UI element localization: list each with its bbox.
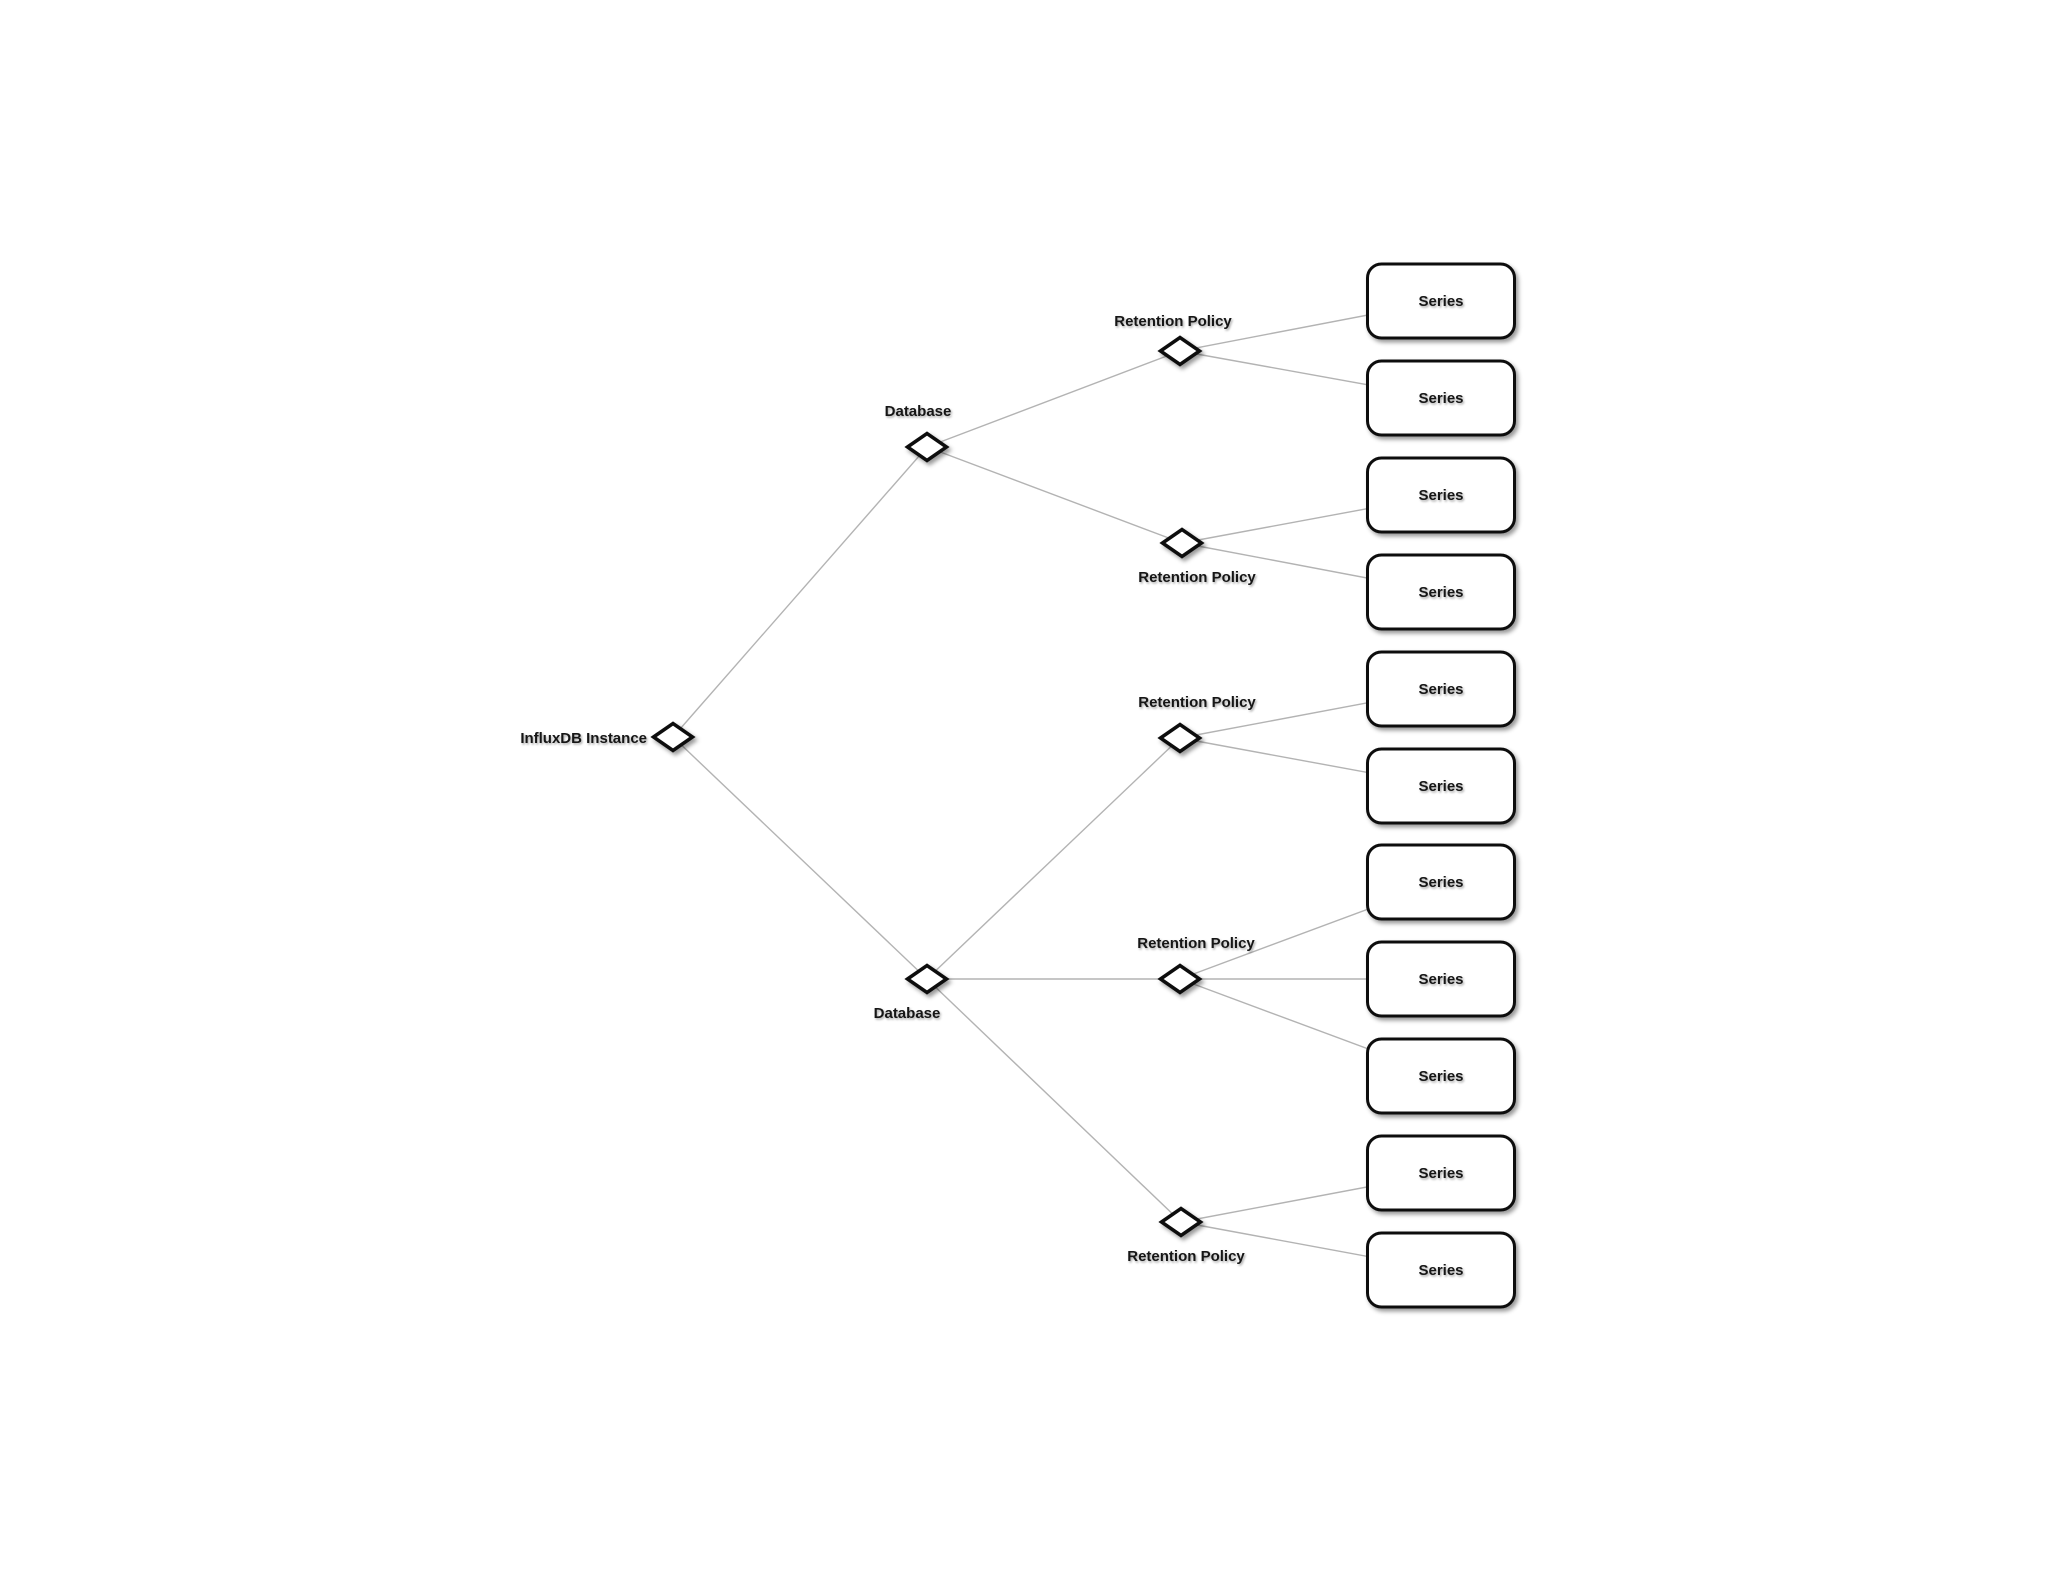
series-node: Series: [1366, 1231, 1516, 1309]
series-box-shape: [1366, 262, 1516, 340]
retention-policy-diamond-shape: [1158, 1206, 1204, 1238]
retention-policy-label: Retention Policy: [1138, 694, 1256, 711]
database-node: Database: [885, 403, 952, 463]
retention-policy-label: Retention Policy: [1137, 935, 1255, 952]
series-node: Series: [1366, 940, 1516, 1018]
series-node: Series: [1366, 456, 1516, 534]
series-box-shape: [1366, 1037, 1516, 1115]
retention-policy-node: Retention Policy: [1127, 1206, 1245, 1265]
edge-root-db2: [672, 736, 928, 980]
influxdb-instance-node: InfluxDB Instance: [520, 721, 696, 753]
database-diamond-shape: [904, 431, 950, 463]
retention-policy-diamond-shape: [1157, 335, 1203, 367]
series-node: Series: [1366, 843, 1516, 921]
series-node: Series: [1366, 262, 1516, 340]
retention-policy-label: Retention Policy: [1114, 313, 1232, 330]
series-label: Series: [1418, 874, 1463, 891]
series-box-shape: [1366, 553, 1516, 631]
edge-db1-rp1: [926, 350, 1181, 448]
database-label: Database: [874, 1005, 941, 1022]
series-label: Series: [1418, 1068, 1463, 1085]
database-node: Database: [874, 963, 950, 1022]
series-label: Series: [1418, 293, 1463, 310]
series-label: Series: [1418, 1165, 1463, 1182]
retention-policy-node: Retention Policy: [1138, 694, 1256, 754]
series-box-shape: [1366, 940, 1516, 1018]
series-box-shape: [1366, 747, 1516, 825]
nodes-layer: InfluxDB InstanceDatabaseDatabaseRetenti…: [520, 262, 1516, 1309]
series-label: Series: [1418, 778, 1463, 795]
series-node: Series: [1366, 359, 1516, 437]
series-node: Series: [1366, 650, 1516, 728]
edge-db1-rp2: [926, 446, 1183, 544]
series-box-shape: [1366, 1134, 1516, 1212]
edge-db2-rp3: [926, 737, 1181, 980]
series-box-shape: [1366, 1231, 1516, 1309]
series-box-shape: [1366, 843, 1516, 921]
database-label: Database: [885, 403, 952, 420]
series-label: Series: [1418, 1262, 1463, 1279]
series-label: Series: [1418, 390, 1463, 407]
retention-policy-node: Retention Policy: [1137, 935, 1255, 995]
series-box-shape: [1366, 359, 1516, 437]
series-node: Series: [1366, 1134, 1516, 1212]
retention-policy-diamond-shape: [1157, 722, 1203, 754]
retention-policy-label: Retention Policy: [1127, 1248, 1245, 1265]
edge-db2-rp5: [926, 978, 1182, 1223]
edge-root-db1: [672, 446, 928, 738]
influxdb-instance-label: InfluxDB Instance: [520, 730, 647, 747]
influxdb-instance-diamond-shape: [650, 721, 696, 753]
retention-policy-diamond-shape: [1157, 963, 1203, 995]
edges-layer: [672, 300, 1442, 1271]
series-node: Series: [1366, 747, 1516, 825]
retention-policy-node: Retention Policy: [1138, 527, 1256, 586]
series-node: Series: [1366, 553, 1516, 631]
series-label: Series: [1418, 971, 1463, 988]
series-label: Series: [1418, 487, 1463, 504]
database-diamond-shape: [904, 963, 950, 995]
series-label: Series: [1418, 584, 1463, 601]
series-box-shape: [1366, 456, 1516, 534]
series-label: Series: [1418, 681, 1463, 698]
retention-policy-label: Retention Policy: [1138, 569, 1256, 586]
series-box-shape: [1366, 650, 1516, 728]
retention-policy-node: Retention Policy: [1114, 313, 1232, 367]
series-node: Series: [1366, 1037, 1516, 1115]
retention-policy-diamond-shape: [1159, 527, 1205, 559]
